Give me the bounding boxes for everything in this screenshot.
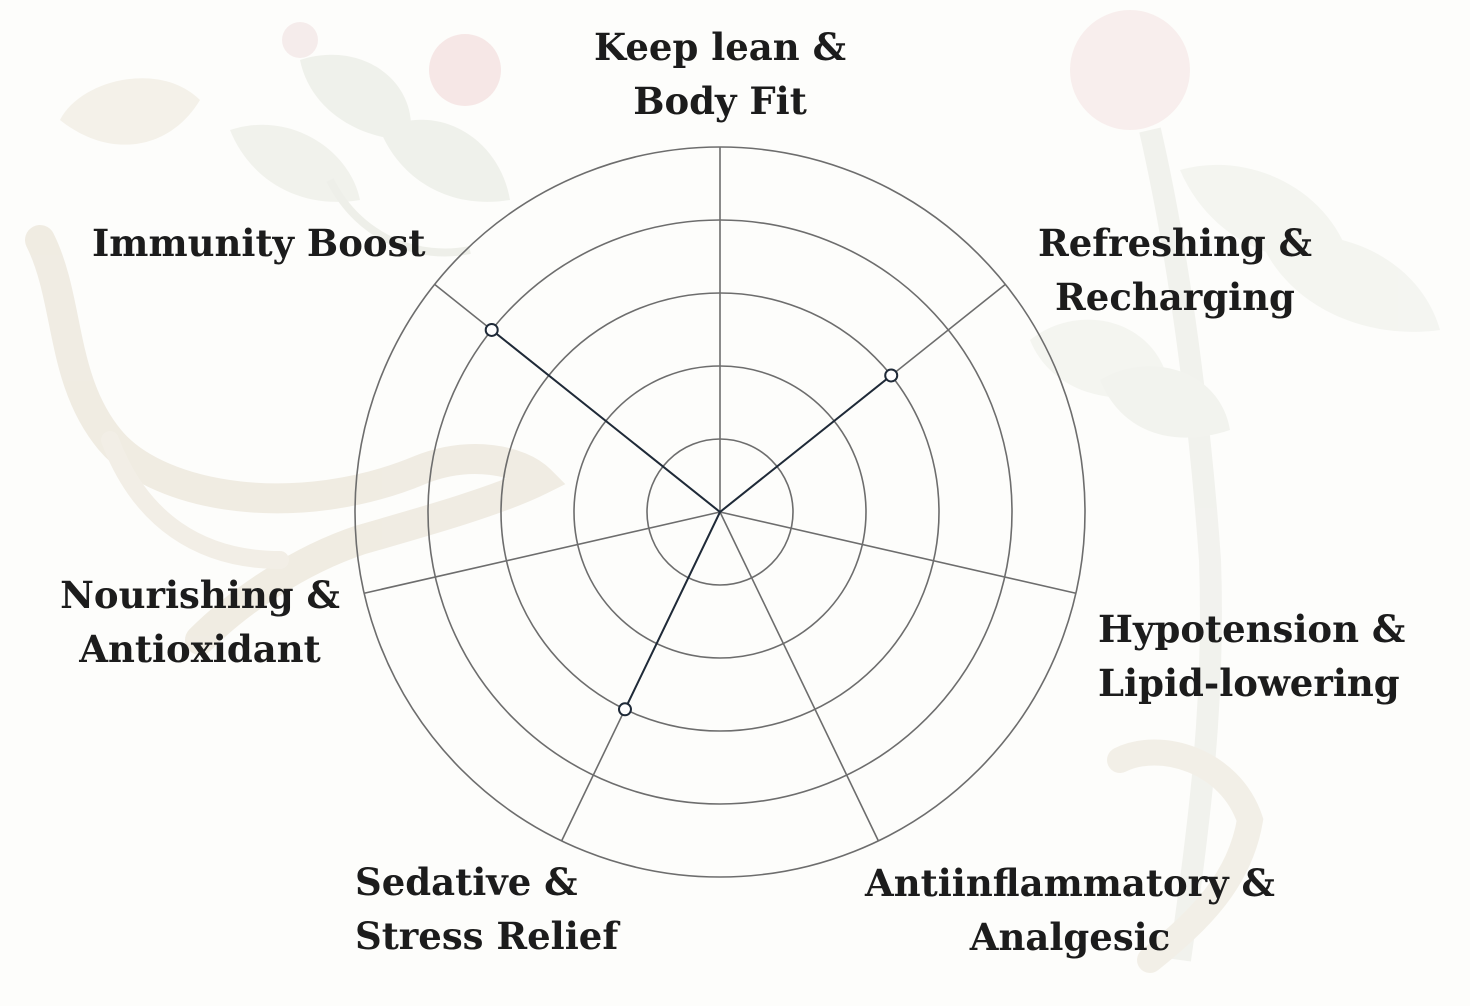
axis-label-line: Nourishing & <box>60 573 340 617</box>
data-point-marker <box>617 702 632 717</box>
axis-label-line: Hypotension & <box>1098 607 1406 651</box>
axis-label-line: Body Fit <box>633 79 807 123</box>
axis-label-immunity: Immunity Boost <box>92 216 452 270</box>
grid-spoke <box>719 511 1077 595</box>
axis-label-line: Sedative & <box>355 860 578 904</box>
axis-label-line: Antioxidant <box>79 627 321 671</box>
axis-label-line: Antiinflammatory & <box>865 861 1275 905</box>
data-point-marker <box>484 322 499 337</box>
axis-label-line: Lipid-lowering <box>1098 661 1400 705</box>
axis-label-line: Immunity Boost <box>92 221 426 265</box>
grid-spoke <box>363 511 721 595</box>
axis-label-nourishing: Nourishing & Antioxidant <box>40 568 360 676</box>
axis-label-line: Analgesic <box>969 915 1171 959</box>
grid-spoke <box>719 511 880 842</box>
axis-label-line: Recharging <box>1055 275 1295 319</box>
axis-label-hypotension: Hypotension & Lipid-lowering <box>1098 602 1458 710</box>
axis-label-line: Keep lean & <box>594 25 846 69</box>
axis-label-sedative: Sedative & Stress Relief <box>355 855 655 963</box>
axis-label-line: Refreshing & <box>1037 221 1313 265</box>
axis-label-refreshing: Refreshing & Recharging <box>1015 216 1335 324</box>
axis-label-keep-lean: Keep lean & Body Fit <box>560 20 880 128</box>
axis-label-line: Stress Relief <box>355 914 619 958</box>
data-point-marker <box>884 368 899 383</box>
axis-label-antiinflammatory: Antiinflammatory & Analgesic <box>845 856 1295 964</box>
